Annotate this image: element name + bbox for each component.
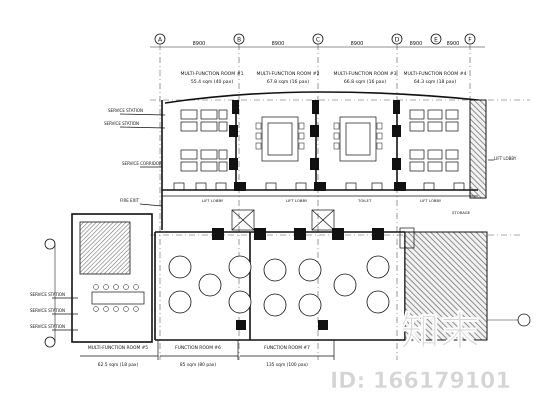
room-capacity: 67.8 sqm (16 pax) xyxy=(267,79,309,85)
tag-label: LIFT LOBBY xyxy=(420,198,442,203)
room-labels-top: MULTI-FUNCTION ROOM #1 55.4 sqm (40 pax)… xyxy=(180,71,466,85)
grid-bubble: B xyxy=(233,33,245,45)
round-table xyxy=(366,255,390,279)
room-name: MULTI-FUNCTION ROOM #2 xyxy=(256,71,319,77)
grid-bubble: E xyxy=(430,33,442,45)
note-label: FIRE EXIT xyxy=(120,198,140,203)
room-name: MULTI-FUNCTION ROOM #1 xyxy=(180,71,243,77)
banquet-tables xyxy=(168,255,390,317)
tag-label: TOILET xyxy=(357,198,372,203)
room-name: FUNCTION ROOM #6 xyxy=(175,345,221,351)
walls-upper xyxy=(161,91,487,230)
room-name: MULTI-FUNCTION ROOM #4 xyxy=(403,71,466,77)
room-capacity: 64.3 sqm (18 pax) xyxy=(414,79,456,85)
note-label: SERVICE STATION xyxy=(30,292,65,297)
grid-bubble: A xyxy=(154,33,166,45)
note-label: SERVICE STATION xyxy=(104,121,139,126)
room-name: FUNCTION ROOM #7 xyxy=(264,345,310,351)
room-name: MULTI-FUNCTION ROOM #3 xyxy=(333,71,396,77)
round-table xyxy=(228,255,252,279)
tag-label: LIFT LOBBY xyxy=(286,198,308,203)
grid-bubble: F xyxy=(464,33,476,45)
round-table xyxy=(366,290,390,314)
middle-tags: LIFT LOBBY LIFT LOBBY TOILET LIFT LOBBY … xyxy=(202,198,471,215)
room-4-desks xyxy=(409,109,459,172)
svg-text:A: A xyxy=(158,37,163,44)
round-table xyxy=(198,273,222,297)
round-table xyxy=(168,255,192,279)
room-capacity: 55.4 sqm (40 pax) xyxy=(191,79,233,85)
room-3-table xyxy=(333,116,383,162)
note-label: LIFT LOBBY xyxy=(494,156,517,161)
grid-bubble: D xyxy=(391,33,403,45)
svg-text:E: E xyxy=(434,37,438,44)
left-block xyxy=(44,213,153,348)
svg-text:D: D xyxy=(395,37,400,44)
svg-text:C: C xyxy=(316,37,320,44)
svg-text:F: F xyxy=(468,37,472,44)
room-2-table xyxy=(255,116,305,162)
watermark: 知末 ID: 166179101 xyxy=(330,309,511,395)
round-table xyxy=(298,293,322,317)
corridor-band xyxy=(173,182,465,191)
room-capacity: 135 sqm (100 pax) xyxy=(266,362,308,368)
note-label: SERVICE STATION xyxy=(108,108,143,113)
tag-label: STORAGE xyxy=(452,210,471,215)
room-capacity: 62.5 sqm (18 pax) xyxy=(98,362,139,368)
dimension-label: 8900 xyxy=(410,41,423,47)
round-table xyxy=(228,290,252,314)
dimension-label: 8900 xyxy=(351,41,364,47)
right-block xyxy=(399,227,531,341)
room-1-desks xyxy=(180,109,228,172)
room-name: MULTI-FUNCTION ROOM #5 xyxy=(88,345,148,351)
note-label: SERVICE CORRIDOR xyxy=(122,161,162,166)
watermark-id: ID: 166179101 xyxy=(330,369,511,394)
round-table xyxy=(263,258,287,282)
dimension-label: 8900 xyxy=(447,41,460,47)
svg-text:B: B xyxy=(237,37,241,44)
tag-label: LIFT LOBBY xyxy=(202,198,224,203)
note-label: SERVICE STATION xyxy=(30,308,65,313)
round-table xyxy=(263,293,287,317)
dimension-label: 8900 xyxy=(193,41,206,47)
round-table xyxy=(168,290,192,314)
watermark-brand: 知末 xyxy=(400,309,480,355)
room-capacity: 85 sqm (80 pax) xyxy=(180,362,217,368)
room-capacity: 66.8 sqm (16 pax) xyxy=(344,79,386,85)
grid-axis-top: A B C D E F 8900 8900 8900 8900 8900 xyxy=(150,33,485,48)
note-label: SERVICE STATION xyxy=(30,324,65,329)
round-table xyxy=(298,258,322,282)
dimension-label: 8900 xyxy=(272,41,285,47)
grid-bubble: C xyxy=(312,33,324,45)
room-labels-bottom: MULTI-FUNCTION ROOM #5 62.5 sqm (18 pax)… xyxy=(80,340,335,368)
round-table xyxy=(333,273,357,297)
side-notes: SERVICE STATION SERVICE STATION SERVICE … xyxy=(30,108,517,331)
